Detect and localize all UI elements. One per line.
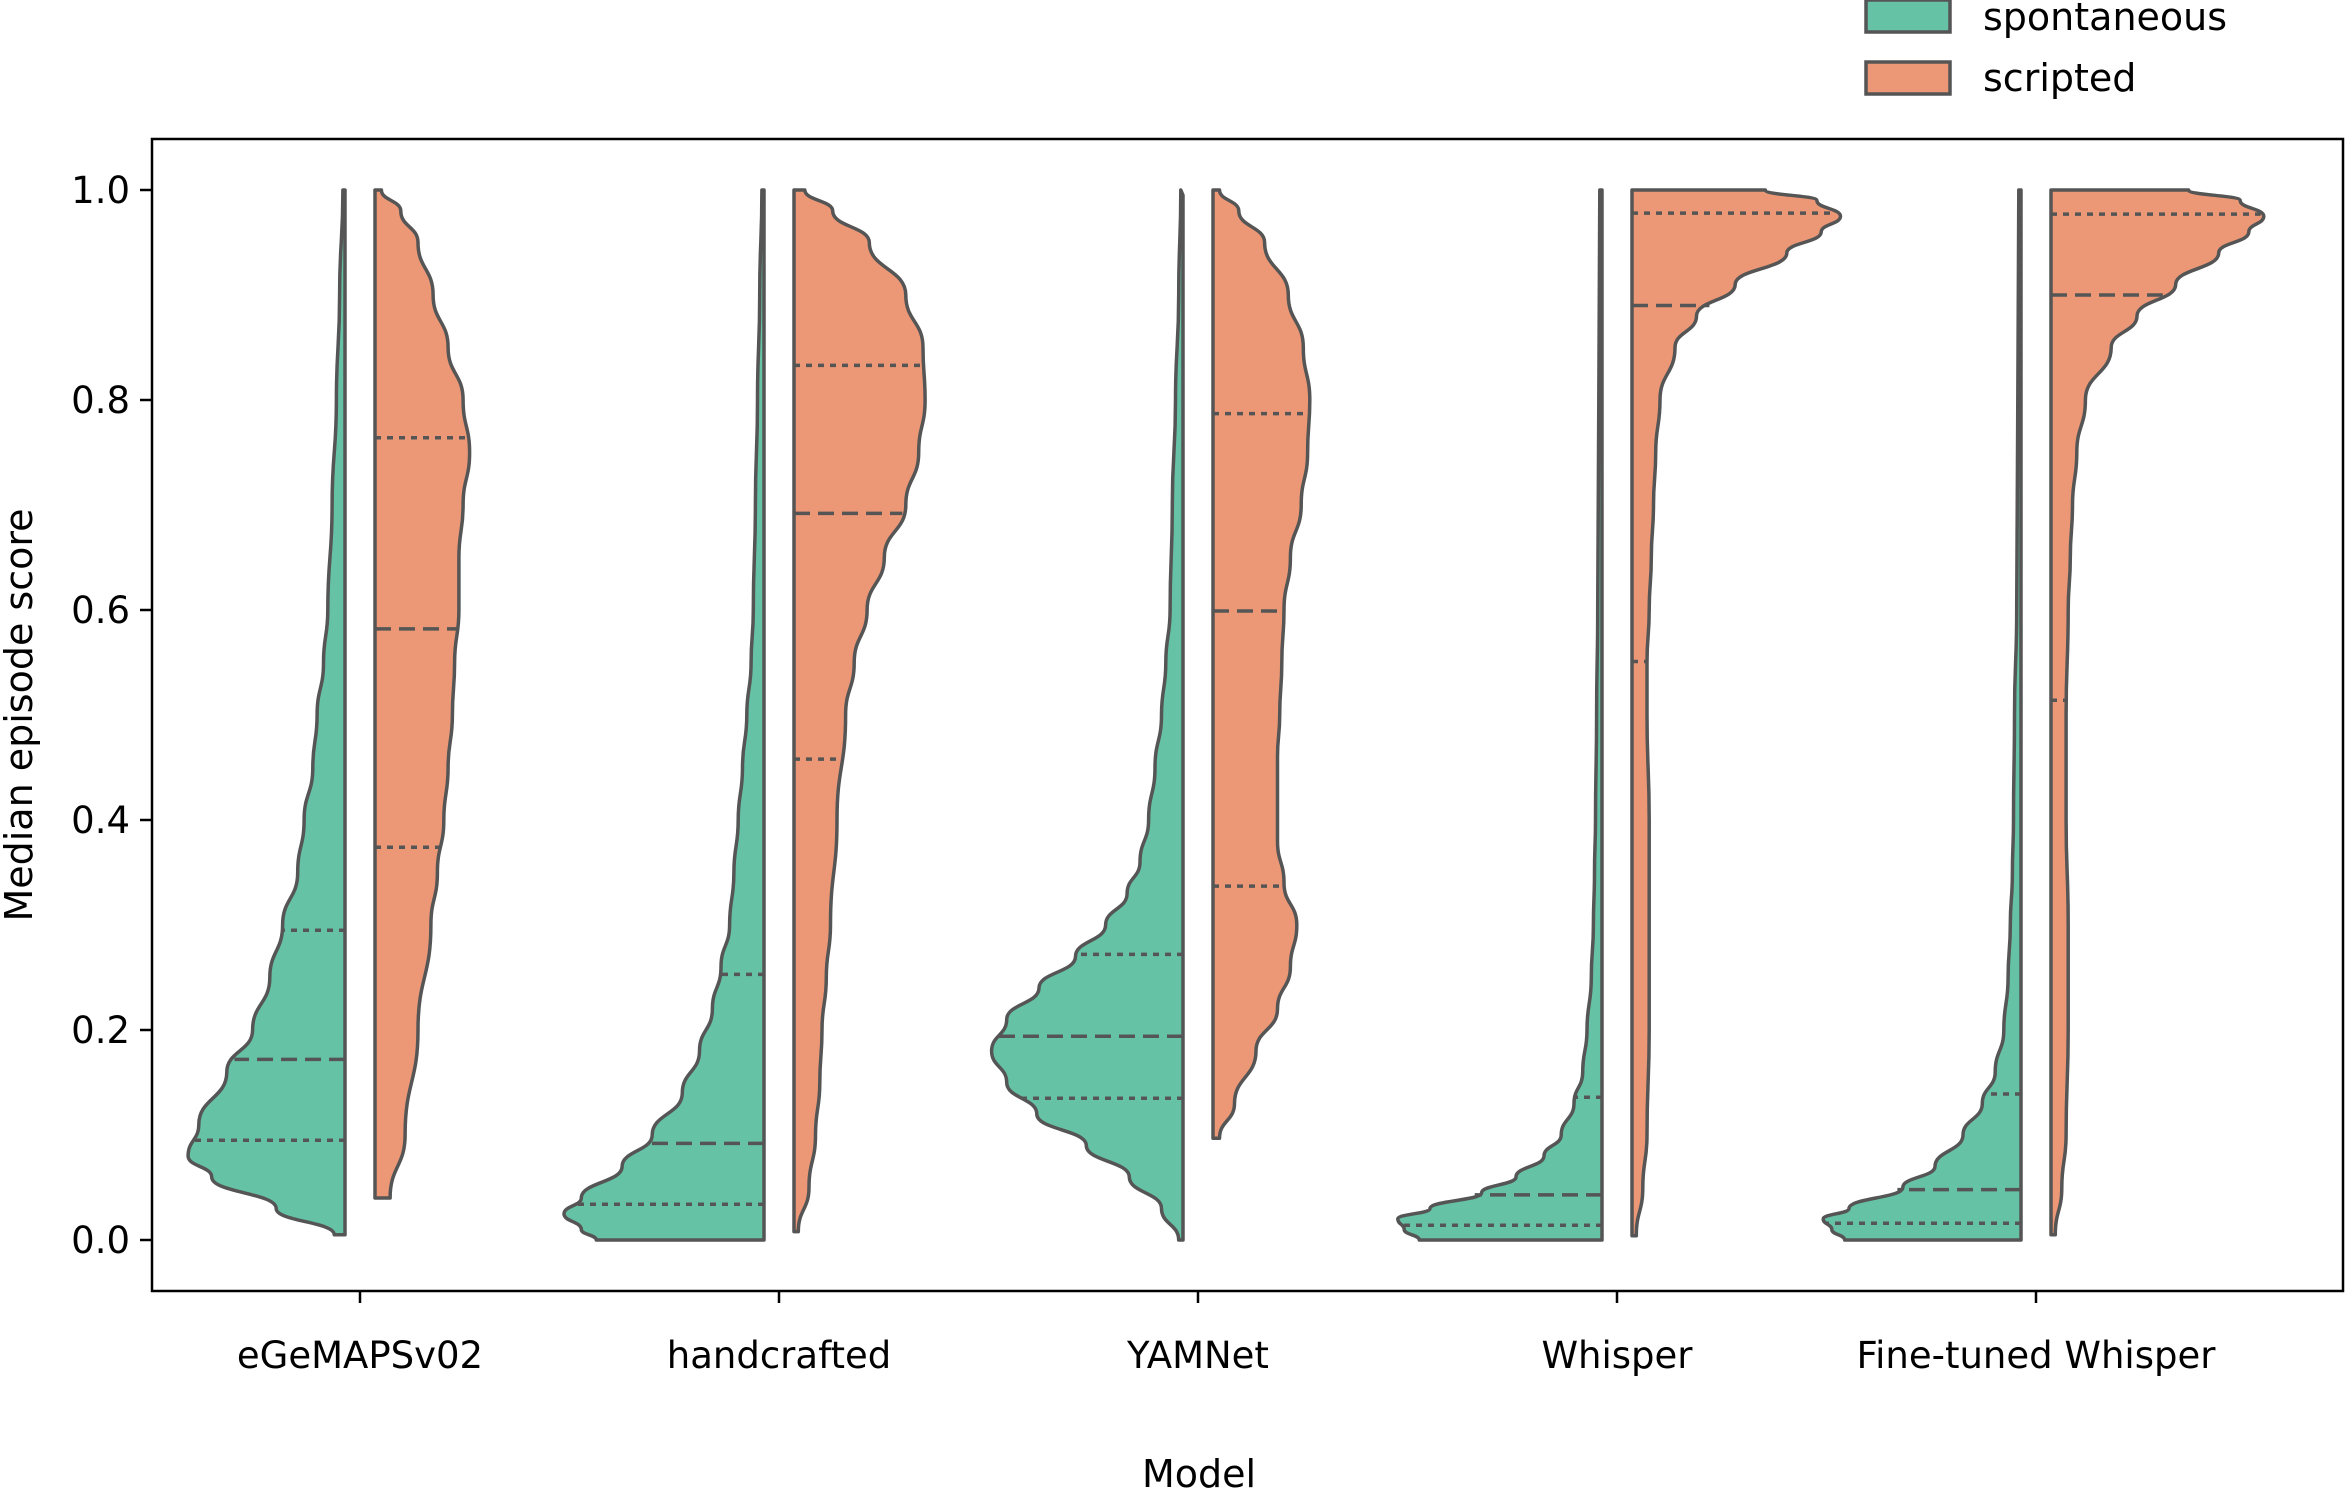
y-tick-label: 1.0 xyxy=(71,169,130,212)
legend-label-spontaneous: spontaneous xyxy=(1983,0,2227,39)
y-axis: 0.0 0.2 0.4 0.6 0.8 1.0 xyxy=(71,169,152,1262)
y-tick-label: 0.8 xyxy=(71,379,130,422)
legend: spontaneous scripted xyxy=(1864,0,2227,100)
violin-scripted-handcrafted xyxy=(792,188,927,1234)
violin-spontaneous-whisper xyxy=(1396,188,1604,1242)
violin-scripted-fine-tuned-whisper xyxy=(2049,188,2266,1237)
plot-frame xyxy=(150,137,2345,1293)
x-tick-label: YAMNet xyxy=(1126,1334,1269,1377)
violin-spontaneous-handcrafted xyxy=(562,188,766,1242)
legend-swatch-scripted xyxy=(1864,60,1952,96)
violin-spontaneous-fine-tuned-whisper xyxy=(1821,188,2023,1242)
y-tick-label: 0.0 xyxy=(71,1219,130,1262)
violin-scripted-yamnet xyxy=(1211,188,1312,1140)
violin-scripted-whisper xyxy=(1630,188,1843,1238)
y-tick-label: 0.6 xyxy=(71,589,130,632)
violin-spontaneous-yamnet xyxy=(989,188,1185,1242)
violin-scripted-egemapsv02 xyxy=(373,188,472,1200)
x-tick-label: Fine-tuned Whisper xyxy=(1857,1334,2217,1377)
violin-spontaneous-egemapsv02 xyxy=(186,188,347,1237)
violins xyxy=(186,188,2266,1242)
y-tick-label: 0.4 xyxy=(71,799,130,842)
y-axis-label: Median episode score xyxy=(0,508,41,921)
legend-label-scripted: scripted xyxy=(1983,56,2136,100)
y-tick-label: 0.2 xyxy=(71,1009,130,1052)
quartile-lines xyxy=(193,211,2261,1228)
x-tick-label: Whisper xyxy=(1541,1334,1693,1377)
x-axis-label: Model xyxy=(1142,1452,1256,1489)
x-tick-label: handcrafted xyxy=(667,1334,891,1377)
x-axis: eGeMAPSv02 handcrafted YAMNet Whisper Fine-t… xyxy=(237,1291,2216,1377)
legend-swatch-spontaneous xyxy=(1864,0,1952,34)
x-tick-label: eGeMAPSv02 xyxy=(237,1334,483,1377)
